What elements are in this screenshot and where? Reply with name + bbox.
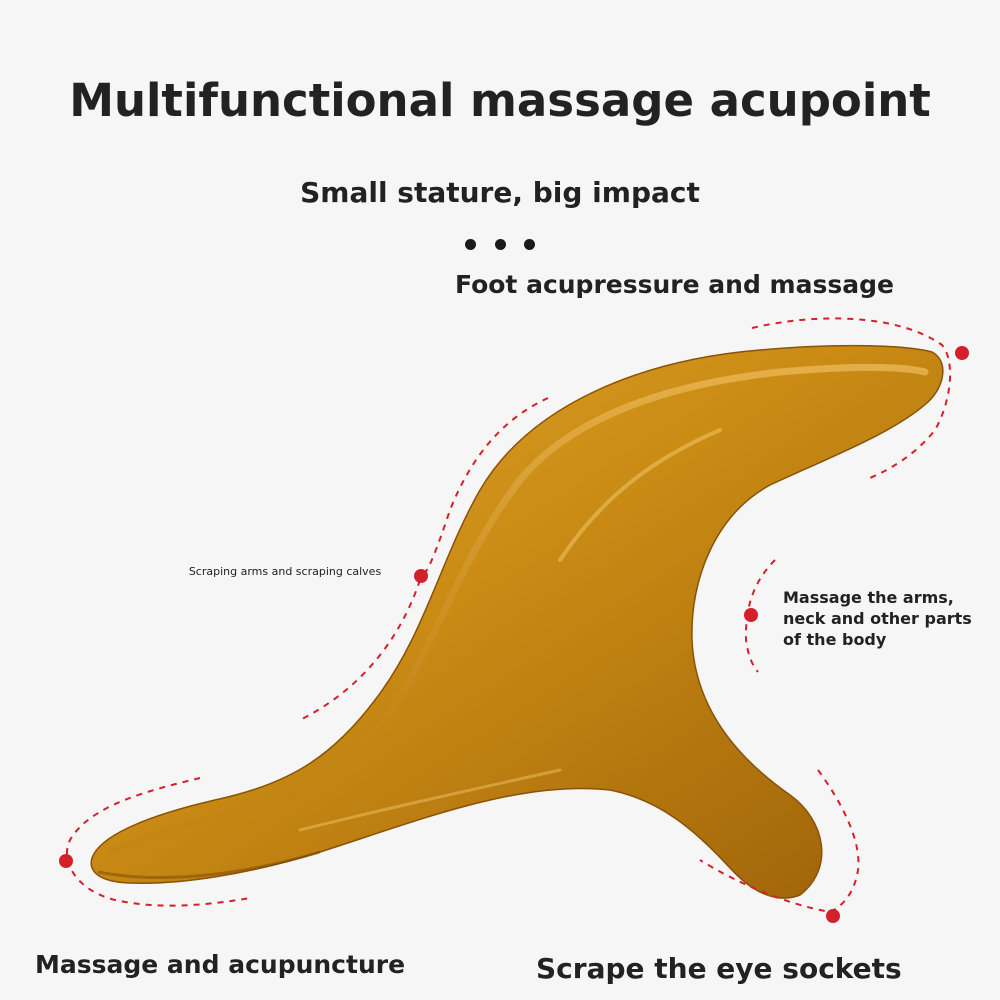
guide-bottom-right [699,769,860,914]
page-title: Multifunctional massage acupoint [69,74,931,127]
dot [494,238,506,250]
dot [524,238,535,250]
marker-dot-left [414,569,428,583]
ellipsis-dots-icon [465,237,535,251]
marker-dot-bottom-right [826,909,840,923]
marker-dot-bottom-left [59,854,73,868]
label-massage-arms: Massage the arms, neck and other parts o… [783,588,972,649]
guide-lines [66,317,952,914]
label-massage-acupuncture: Massage and acupuncture [35,950,406,979]
dot [465,238,476,250]
marker-dot-right [744,608,758,622]
gua-sha-inner-sheen-2 [298,768,562,832]
guide-left-upper [419,397,549,577]
guide-right-mid [744,559,776,673]
guide-bottom-left [66,777,251,907]
label-eye-sockets: Scrape the eye sockets [536,952,902,985]
gua-sha-tool [90,344,944,899]
label-foot-acupressure: Foot acupressure and massage [455,270,894,299]
page-subtitle: Small stature, big impact [300,176,700,209]
label-scraping-arms: Scraping arms and scraping calves [188,565,382,578]
gua-sha-shadow-edge [97,850,321,880]
marker-dot-top-right [955,346,969,360]
gua-sha-inner-sheen [558,428,722,562]
gua-sha-highlight [106,364,929,856]
marker-dots [59,346,969,923]
